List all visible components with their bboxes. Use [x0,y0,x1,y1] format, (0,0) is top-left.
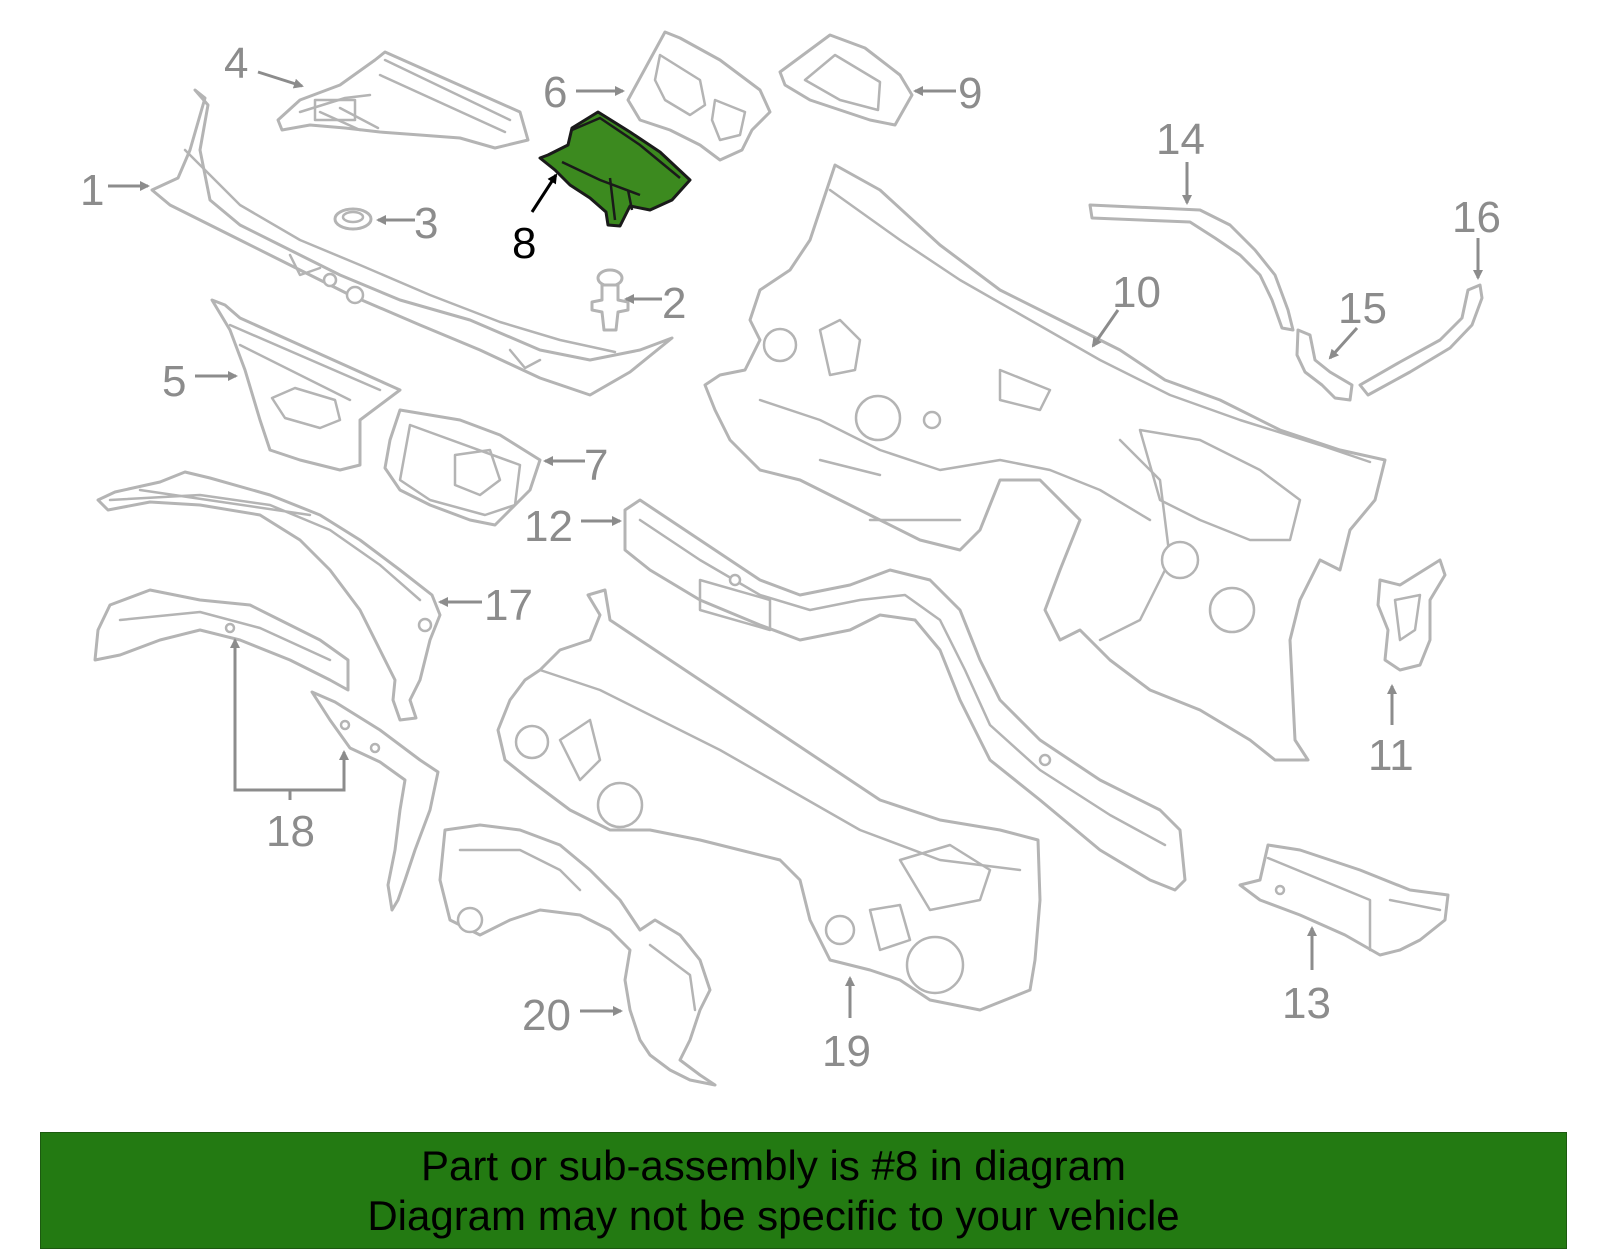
callout-20[interactable]: 20 [522,991,623,1040]
part-3-grommet[interactable] [333,207,373,231]
svg-text:8: 8 [512,219,536,268]
part-13-block[interactable] [1238,843,1450,957]
callout-3[interactable]: 3 [376,199,438,248]
svg-text:3: 3 [414,199,438,248]
svg-text:4: 4 [224,39,248,88]
part-1-cowl-panel[interactable] [150,88,674,397]
callout-15[interactable]: 15 [1328,284,1387,360]
part-15-clip-bracket[interactable] [1295,328,1354,402]
part-4-cowl-grille[interactable] [276,50,530,150]
part-17-brace[interactable] [96,470,442,722]
callout-5[interactable]: 5 [162,357,238,406]
callout-1[interactable]: 1 [80,166,150,215]
svg-text:9: 9 [958,69,982,118]
svg-text:16: 16 [1452,193,1501,242]
callout-12[interactable]: 12 [524,502,622,551]
callout-6[interactable]: 6 [543,68,625,117]
part-8-highlighted[interactable] [538,110,692,228]
part-14-strip[interactable] [1088,203,1295,332]
svg-text:17: 17 [484,581,533,630]
svg-text:2: 2 [662,279,686,328]
part-16-strip[interactable] [1358,283,1484,397]
part-12-rail[interactable] [623,498,1187,892]
svg-text:18: 18 [266,807,315,856]
callout-13[interactable]: 13 [1282,926,1331,1028]
callout-7[interactable]: 7 [543,441,608,490]
callout-17[interactable]: 17 [438,581,533,630]
callout-14[interactable]: 14 [1156,115,1205,205]
svg-text:13: 13 [1282,979,1331,1028]
svg-text:7: 7 [584,441,608,490]
part-5-side-trim[interactable] [210,298,402,472]
part-2-clip[interactable] [590,268,630,332]
callout-18[interactable]: 18 [230,638,349,856]
parts-diagram: 1 2 3 4 5 6 7 8 9 10 11 12 [80,30,1501,1087]
callout-2[interactable]: 2 [624,279,686,328]
callout-4[interactable]: 4 [224,39,304,89]
part-9-cover[interactable] [778,33,914,127]
part-18-member-right[interactable] [310,690,440,912]
part-20-liner[interactable] [438,823,717,1087]
part-18-member-left[interactable] [93,588,350,692]
part-19-panel[interactable] [496,588,1042,1012]
notice-line-part-number: Part or sub-assembly is #8 in diagram [421,1141,1126,1189]
part-11-bracket[interactable] [1376,558,1447,672]
svg-text:6: 6 [543,68,567,117]
part-7-panel[interactable] [383,408,542,527]
callout-8[interactable]: 8 [512,173,558,268]
part-6-bracket[interactable] [626,30,772,162]
svg-text:5: 5 [162,357,186,406]
svg-text:19: 19 [822,1027,871,1076]
svg-text:1: 1 [80,166,104,215]
svg-text:20: 20 [522,991,571,1040]
svg-text:15: 15 [1338,284,1387,333]
svg-text:12: 12 [524,502,573,551]
svg-text:11: 11 [1368,731,1414,780]
notice-line-disclaimer: Diagram may not be specific to your vehi… [367,1191,1180,1239]
part-10-bulkhead[interactable] [703,163,1387,762]
callout-11[interactable]: 11 [1368,684,1414,780]
callout-10[interactable]: 10 [1091,268,1161,348]
notice-banner: Part or sub-assembly is #8 in diagram Di… [40,1132,1567,1249]
callout-16[interactable]: 16 [1452,193,1501,280]
svg-text:14: 14 [1156,115,1205,164]
svg-text:10: 10 [1112,268,1161,317]
callout-19[interactable]: 19 [822,976,871,1076]
callout-9[interactable]: 9 [913,69,982,118]
